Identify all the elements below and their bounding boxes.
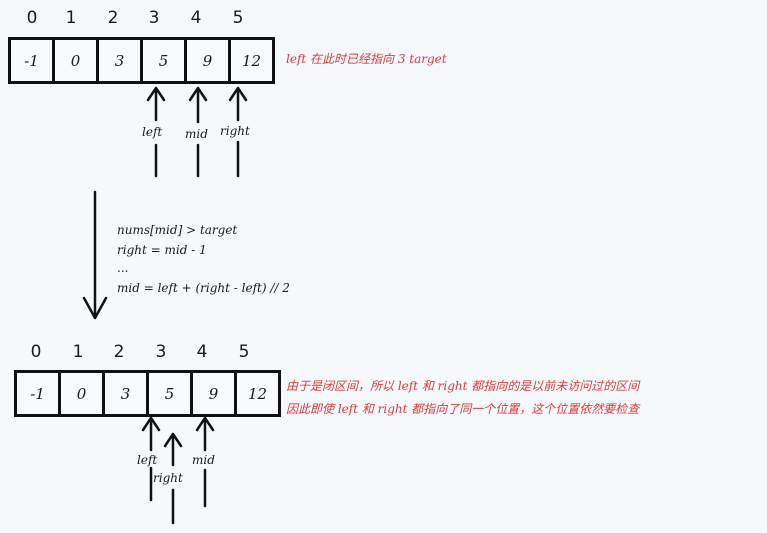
top-index-5: 5: [232, 8, 244, 28]
bottom-cell-4: 9: [193, 373, 237, 414]
top-cell-2: 3: [99, 40, 143, 81]
top-index-3: 3: [148, 8, 160, 28]
bottom-index-4: 4: [196, 342, 208, 362]
step-line-3: ...: [117, 261, 129, 275]
top-cell-4: 9: [187, 40, 231, 81]
top-cell-1: 0: [55, 40, 99, 81]
top-cell-3: 5: [143, 40, 187, 81]
bottom-note-line-2: 因此即使 left 和 right 都指向了同一个位置，这个位置依然要检查: [286, 402, 640, 416]
step-down-arrow-icon: [82, 190, 108, 320]
top-cell-0: -1: [11, 40, 55, 81]
bottom-cell-0: -1: [17, 373, 61, 414]
bottom-right-arrow-icon: [163, 432, 183, 525]
top-right-arrow-icon: [228, 86, 248, 178]
bottom-left-label: left: [137, 453, 158, 467]
top-right-label: right: [220, 124, 250, 138]
top-index-2: 2: [107, 8, 119, 28]
bottom-cell-1: 0: [61, 373, 105, 414]
step-line-2: right = mid - 1: [117, 243, 207, 257]
bottom-array: -1 0 3 5 9 12: [14, 370, 281, 417]
bottom-note-line-1: 由于是闭区间，所以 left 和 right 都指向的是以前未访问过的区间: [286, 379, 640, 393]
step-line-1: nums[mid] > target: [117, 223, 238, 237]
bottom-cell-2: 3: [105, 373, 149, 414]
top-index-1: 1: [65, 8, 77, 28]
top-index-0: 0: [26, 8, 38, 28]
bottom-index-0: 0: [30, 342, 42, 362]
bottom-index-2: 2: [113, 342, 125, 362]
bottom-index-5: 5: [238, 342, 250, 362]
top-left-arrow-icon: [146, 86, 166, 122]
step-line-4: mid = left + (right - left) // 2: [117, 281, 290, 295]
bottom-index-1: 1: [72, 342, 84, 362]
bottom-left-arrow-icon: [141, 416, 161, 502]
top-index-4: 4: [190, 8, 202, 28]
bottom-cell-5: 12: [247, 384, 268, 403]
top-array: -1 0 3 5 9 12: [8, 37, 275, 84]
bottom-index-3: 3: [155, 342, 167, 362]
top-mid-label: mid: [185, 127, 208, 141]
top-cell-5: 12: [241, 51, 262, 70]
bottom-right-label: right: [153, 471, 183, 485]
top-mid-arrow-icon: [188, 86, 208, 178]
bottom-mid-label: mid: [192, 453, 215, 467]
top-left-label: left: [142, 125, 163, 139]
bottom-mid-arrow-icon: [195, 416, 215, 508]
top-note: left 在此时已经指向 3 target: [286, 52, 447, 66]
bottom-cell-3: 5: [149, 373, 193, 414]
